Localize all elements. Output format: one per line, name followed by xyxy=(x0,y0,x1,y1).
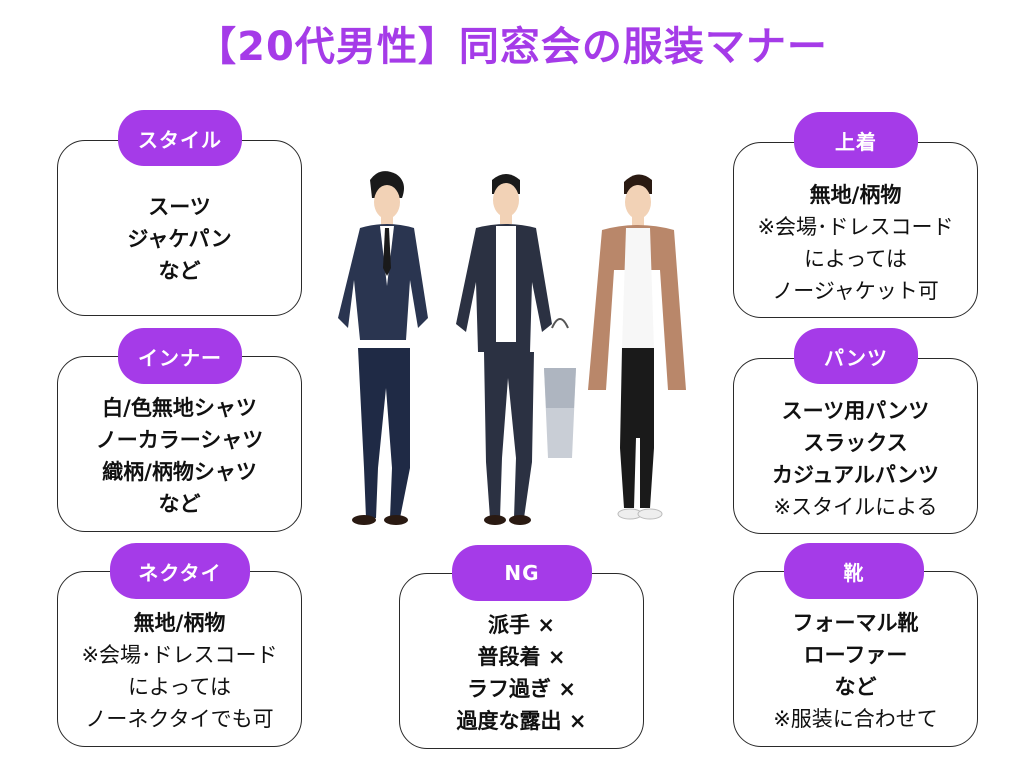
inner-label: インナー xyxy=(118,328,242,384)
style-label: スタイル xyxy=(118,110,242,166)
jacket-line: ※会場･ドレスコード xyxy=(757,215,954,239)
style-line: など xyxy=(158,259,201,283)
inner-line: 織柄/柄物シャツ xyxy=(102,460,257,484)
shoes-line: フォーマル靴 xyxy=(792,611,919,635)
inner-line: ノーカラーシャツ xyxy=(95,428,264,452)
necktie-line: 無地/柄物 xyxy=(133,611,226,635)
man-jacket-figure xyxy=(456,174,576,525)
shoes-label: 靴 xyxy=(784,543,924,599)
jacket-label: 上着 xyxy=(794,112,918,168)
inner-card: 白/色無地シャツ ノーカラーシャツ 織柄/柄物シャツ など xyxy=(57,356,302,532)
ng-line: ラフ過ぎ × xyxy=(467,677,576,701)
man-coat-figure xyxy=(588,174,686,520)
necktie-line: ※会場･ドレスコード xyxy=(81,643,278,667)
pants-line: スラックス xyxy=(803,431,908,455)
necktie-label: ネクタイ xyxy=(110,543,250,599)
pants-line: スーツ用パンツ xyxy=(781,399,930,423)
pants-line: カジュアルパンツ xyxy=(772,463,939,487)
jacket-line: ノージャケット可 xyxy=(772,279,939,303)
style-line: ジャケパン xyxy=(127,227,232,251)
ng-card: 派手 × 普段着 × ラフ過ぎ × 過度な露出 × xyxy=(399,573,644,749)
necktie-line: ノーネクタイでも可 xyxy=(85,707,274,731)
inner-line: など xyxy=(158,492,201,516)
style-line: スーツ xyxy=(148,195,211,219)
ng-line: 派手 × xyxy=(488,613,555,637)
shoes-card: フォーマル靴 ローファー など ※服装に合わせて xyxy=(733,571,978,747)
three-men-outfits-illustration xyxy=(338,171,686,525)
ng-line: 普段着 × xyxy=(477,645,566,669)
man-suit-figure xyxy=(338,171,428,525)
ng-label: NG xyxy=(452,545,592,601)
pants-label: パンツ xyxy=(794,328,918,384)
jacket-line: によっては xyxy=(804,247,907,271)
shoes-line: ※服装に合わせて xyxy=(773,707,938,731)
shoes-line: など xyxy=(834,675,877,699)
pants-card: スーツ用パンツ スラックス カジュアルパンツ ※スタイルによる xyxy=(733,358,978,534)
jacket-card: 無地/柄物 ※会場･ドレスコード によっては ノージャケット可 xyxy=(733,142,978,318)
necktie-line: によっては xyxy=(128,675,231,699)
ng-line: 過度な露出 × xyxy=(456,709,587,733)
page-title: 【20代男性】同窓会の服装マナー xyxy=(196,24,828,70)
necktie-card: 無地/柄物 ※会場･ドレスコード によっては ノーネクタイでも可 xyxy=(57,571,302,747)
jacket-line: 無地/柄物 xyxy=(809,183,902,207)
pants-line: ※スタイルによる xyxy=(773,495,938,519)
style-card: スーツ ジャケパン など xyxy=(57,140,302,316)
shoes-line: ローファー xyxy=(803,643,908,667)
inner-line: 白/色無地シャツ xyxy=(102,396,257,420)
